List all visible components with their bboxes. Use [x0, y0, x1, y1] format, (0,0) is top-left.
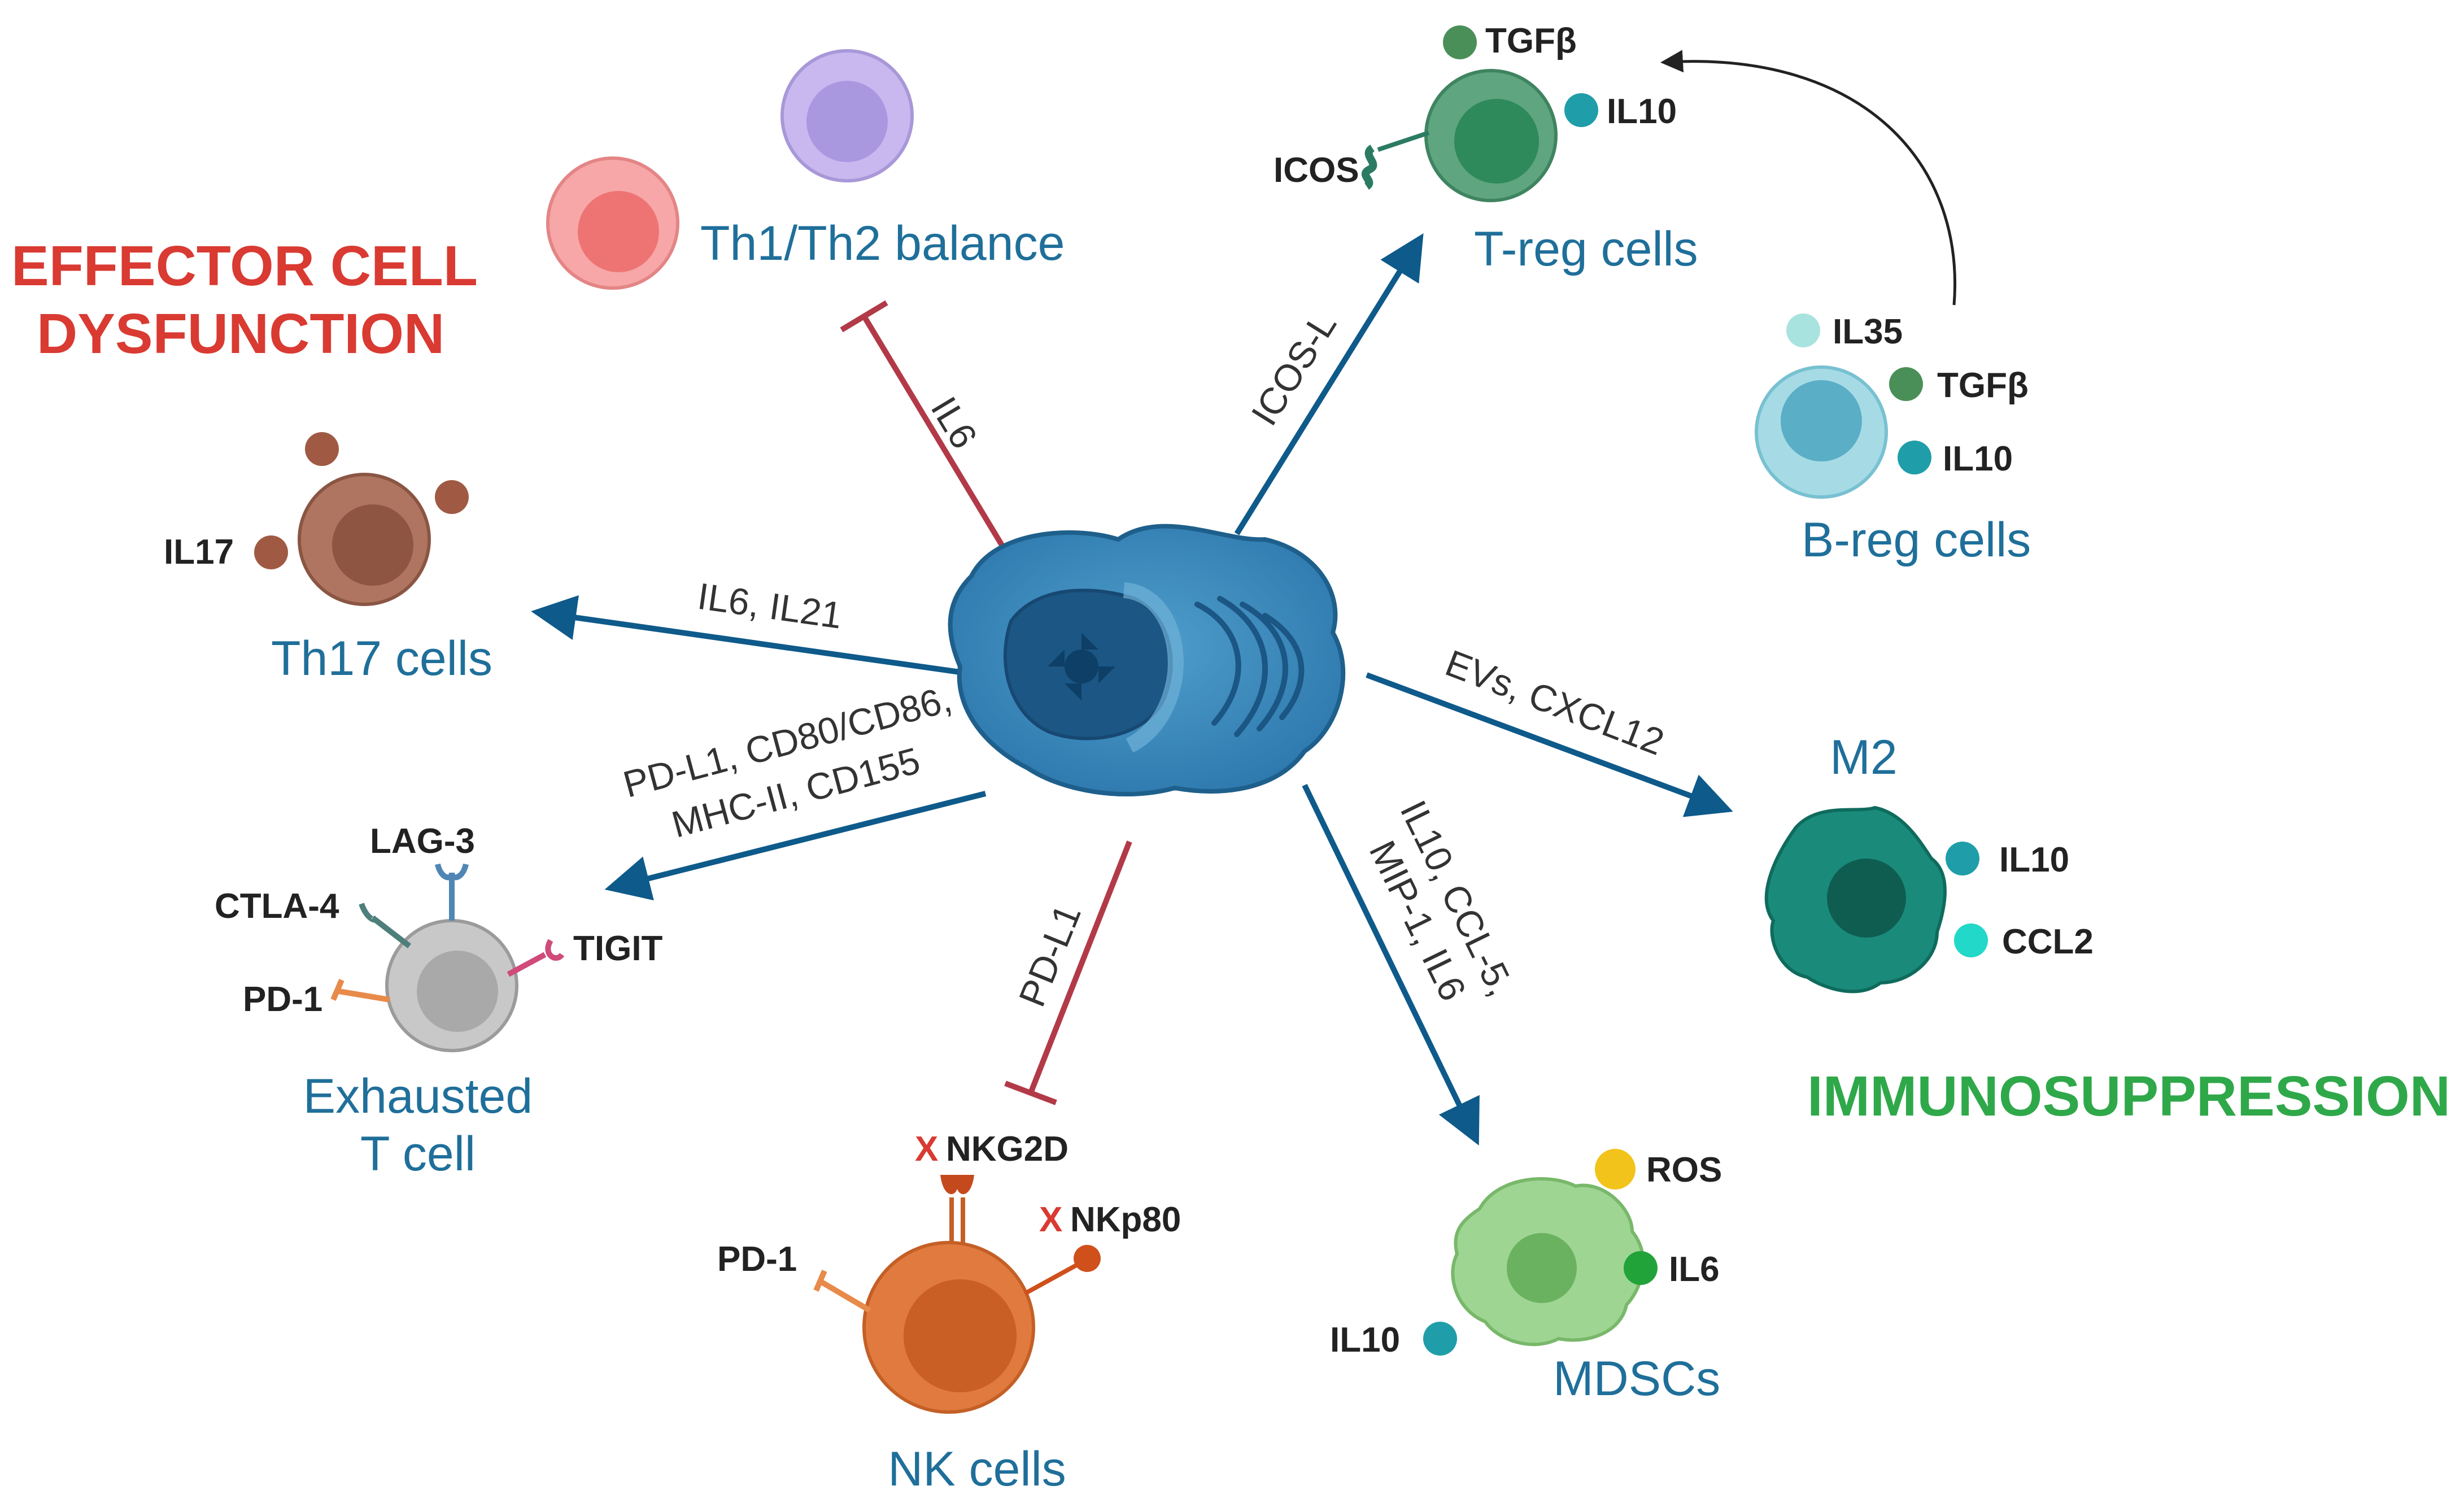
th1th2-cells	[546, 49, 914, 290]
th17-cell	[254, 432, 469, 606]
mdsc-cell	[1423, 1149, 1658, 1356]
heading-effector-line2: DYSFUNCTION	[37, 302, 444, 365]
cell-label-th1th2: Th1/Th2 balance	[700, 216, 1065, 271]
heading-effector-line1: EFFECTOR CELL	[11, 234, 478, 298]
mol-nk-nkg2d: NKG2D	[946, 1130, 1069, 1169]
mol-nk-x1: X	[915, 1130, 938, 1169]
nk-cell	[813, 1175, 1101, 1414]
exhausted-t-cell	[330, 863, 565, 1052]
mol-mdsc-il6: IL6	[1669, 1250, 1720, 1289]
edge-nk-inhibition	[1004, 840, 1132, 1105]
mol-ex-tigit: TIGIT	[573, 929, 663, 968]
cell-label-breg: B-reg cells	[1802, 513, 2031, 567]
edge-m2-arrow	[1366, 672, 1733, 817]
treg-cell	[1362, 25, 1598, 202]
edge-label-il6: IL6	[923, 390, 985, 456]
mol-treg-icos: ICOS	[1274, 151, 1359, 190]
breg-to-treg-arrow	[1660, 50, 1956, 306]
edge-mdsc-arrow	[1302, 783, 1480, 1146]
mol-nk-nkp80: NKp80	[1070, 1200, 1181, 1239]
mol-treg-il10: IL10	[1607, 92, 1677, 131]
cell-label-nk: NK cells	[888, 1442, 1066, 1496]
mol-mdsc-il10: IL10	[1330, 1321, 1400, 1360]
mol-m2-il10: IL10	[1999, 840, 2069, 879]
mol-nk-x2: X	[1039, 1200, 1062, 1239]
cell-label-mdsc: MDSCs	[1553, 1352, 1720, 1406]
m2-macrophage	[1764, 805, 1988, 994]
mol-m2-ccl2: CCL2	[2002, 922, 2094, 961]
mol-ex-ctla4: CTLA-4	[215, 887, 339, 926]
edge-il6-inhibition	[840, 300, 1008, 552]
edge-th17-arrow	[531, 595, 961, 675]
edge-treg-arrow	[1234, 233, 1424, 535]
edge-label-th17: IL6, IL21	[695, 575, 845, 637]
edge-label-nk: PD-L1	[1010, 899, 1089, 1012]
heading-immunosuppression: IMMUNOSUPPRESSION	[1807, 1065, 2450, 1128]
breg-cell	[1755, 313, 1931, 499]
edge-label-treg: ICOS-L	[1243, 305, 1344, 433]
mol-nk-pd1: PD-1	[717, 1240, 797, 1279]
mol-breg-il10: IL10	[1943, 439, 2013, 478]
cell-label-exhausted-line2: T cell	[360, 1127, 476, 1181]
mol-th17-il17: IL17	[164, 533, 234, 572]
cell-label-treg: T-reg cells	[1474, 222, 1698, 276]
mol-breg-il35: IL35	[1833, 312, 1903, 351]
cell-label-th17: Th17 cells	[271, 631, 492, 686]
mol-breg-tgfb: TGFβ	[1937, 366, 2029, 405]
cell-label-exhausted-line1: Exhausted	[303, 1069, 533, 1123]
tumor-cell	[948, 524, 1346, 797]
edge-exhausted-arrow	[604, 791, 987, 901]
mol-treg-tgfb: TGFβ	[1485, 21, 1577, 60]
mol-mdsc-ros: ROS	[1646, 1151, 1722, 1190]
cell-label-m2: M2	[1830, 730, 1897, 785]
mol-ex-lag3: LAG-3	[370, 822, 475, 861]
mol-ex-pd1: PD-1	[243, 980, 322, 1019]
